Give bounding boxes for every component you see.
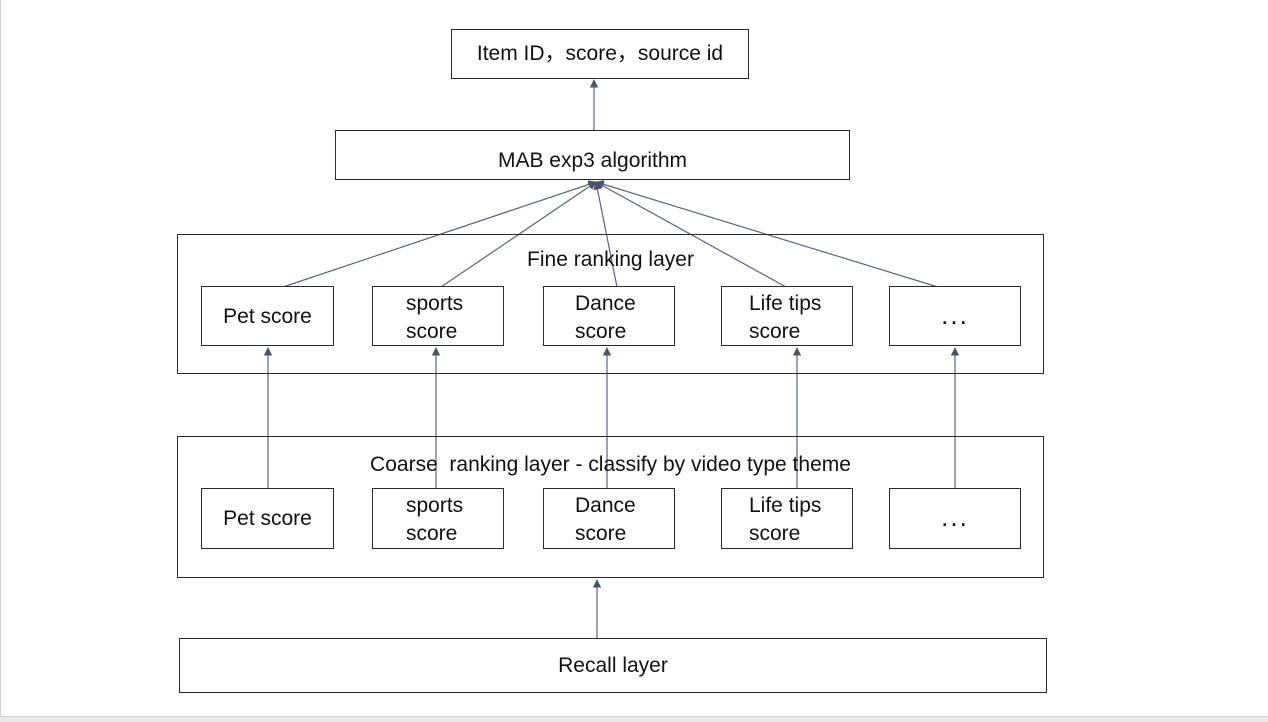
coarse-cell-lifetips-score: Life tips score bbox=[721, 488, 853, 549]
fine-cell-label: Pet score bbox=[223, 305, 312, 328]
coarse-cell-label: Life tips score bbox=[749, 494, 822, 545]
coarse-cell-more: ... bbox=[889, 488, 1021, 549]
fine-cell-label: ... bbox=[941, 300, 969, 330]
coarse-cell-label: sports score bbox=[406, 494, 464, 545]
fine-cell-label: Life tips score bbox=[749, 292, 822, 343]
fine-cell-pet-score: Pet score bbox=[201, 286, 334, 346]
coarse-cell-label: Pet score bbox=[223, 507, 312, 530]
mab-algorithm-label: MAB exp3 algorithm bbox=[497, 149, 688, 172]
fine-ranking-layer: Fine ranking layer bbox=[177, 234, 1044, 374]
fine-cell-lifetips-score: Life tips score bbox=[721, 286, 853, 346]
output-box-label: Item ID，score，source id bbox=[476, 42, 724, 65]
recall-layer-label: Recall layer bbox=[558, 653, 668, 677]
coarse-ranking-layer: Coarse ranking layer - classify by video… bbox=[177, 436, 1044, 578]
fine-cell-dance-score: Dance score bbox=[543, 286, 675, 346]
coarse-cell-pet-score: Pet score bbox=[201, 488, 334, 549]
coarse-cell-sports-score: sports score bbox=[372, 488, 504, 549]
fine-cell-label: sports score bbox=[406, 292, 464, 343]
fine-ranking-layer-title: Fine ranking layer bbox=[527, 248, 694, 271]
frame-border-bottom bbox=[0, 716, 1268, 722]
recall-layer-box: Recall layer bbox=[179, 638, 1047, 693]
fine-cell-sports-score: sports score bbox=[372, 286, 504, 346]
mab-algorithm-box: MAB exp3 algorithm bbox=[335, 130, 850, 180]
frame-border-left bbox=[0, 0, 1, 716]
coarse-ranking-layer-title: Coarse ranking layer - classify by video… bbox=[370, 453, 851, 476]
coarse-cell-dance-score: Dance score bbox=[543, 488, 675, 549]
coarse-cell-label: ... bbox=[941, 502, 969, 532]
coarse-cell-label: Dance score bbox=[575, 494, 636, 545]
fine-cell-more: ... bbox=[889, 286, 1021, 346]
output-box: Item ID，score，source id bbox=[451, 29, 749, 79]
fine-cell-label: Dance score bbox=[575, 292, 636, 343]
